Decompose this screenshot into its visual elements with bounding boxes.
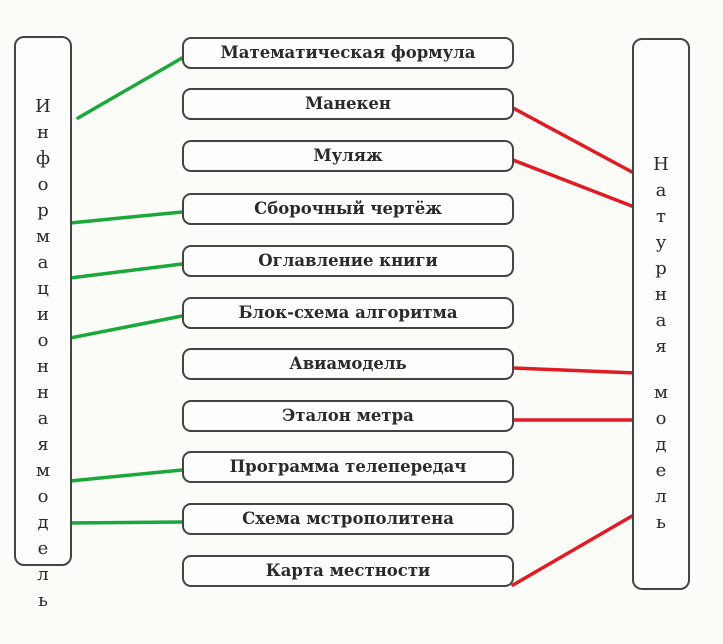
model-letter: я: [37, 434, 49, 455]
item-box[interactable]: Схема мстрополитена: [182, 503, 514, 535]
model-letter: е: [37, 538, 49, 559]
model-letter: И: [35, 96, 51, 117]
connection-line: [68, 314, 184, 340]
model-letter: м: [653, 382, 668, 403]
model-letter: ф: [35, 148, 51, 169]
model-letter: а: [655, 180, 667, 201]
model-letter: л: [37, 564, 49, 585]
item-box[interactable]: Эталон метра: [182, 400, 514, 432]
connection-line: [511, 106, 634, 174]
model-letter: ь: [656, 512, 666, 533]
connection-line: [511, 158, 639, 210]
connection-line: [511, 366, 639, 375]
model-letter: н: [655, 284, 667, 305]
model-letter: о: [37, 330, 49, 351]
item-box[interactable]: Авиамодель: [182, 348, 514, 380]
connection-line: [68, 210, 184, 225]
model-letter: л: [655, 486, 667, 507]
model-letter: а: [655, 310, 667, 331]
model-letter: о: [37, 174, 49, 195]
connection-line: [68, 262, 184, 280]
model-letter: м: [35, 460, 50, 481]
model-letter: м: [35, 226, 50, 247]
model-letter: Н: [653, 154, 669, 175]
item-box[interactable]: Программа телепередач: [182, 451, 514, 483]
item-box[interactable]: Блок-схема алгоритма: [182, 297, 514, 329]
model-letter: о: [655, 408, 667, 429]
item-box[interactable]: Математическая формула: [182, 37, 514, 69]
model-letter: о: [37, 486, 49, 507]
item-box[interactable]: Манекен: [182, 88, 514, 120]
model-letter: н: [37, 356, 49, 377]
connection-line: [76, 56, 184, 120]
model-letter: е: [655, 460, 667, 481]
item-box[interactable]: Карта местности: [182, 555, 514, 587]
connection-line: [63, 520, 184, 525]
connection-line: [68, 468, 184, 483]
model-letter: н: [37, 382, 49, 403]
item-box[interactable]: Муляж: [182, 140, 514, 172]
model-letter: т: [656, 206, 666, 227]
model-letter: д: [655, 434, 667, 455]
model-letter: р: [655, 258, 667, 279]
model-letter: у: [655, 232, 667, 253]
item-box[interactable]: Оглавление книги: [182, 245, 514, 277]
model-letter: н: [37, 122, 49, 143]
model-letter: р: [37, 200, 49, 221]
item-box[interactable]: Сборочный чертёж: [182, 193, 514, 225]
model-letter: д: [37, 512, 49, 533]
model-letter: а: [37, 252, 49, 273]
model-letter: ц: [37, 278, 49, 299]
model-letter: а: [37, 408, 49, 429]
connection-line: [511, 514, 634, 587]
model-letter: ь: [38, 590, 48, 611]
model-letter: я: [655, 336, 667, 357]
model-letter: и: [37, 304, 49, 325]
